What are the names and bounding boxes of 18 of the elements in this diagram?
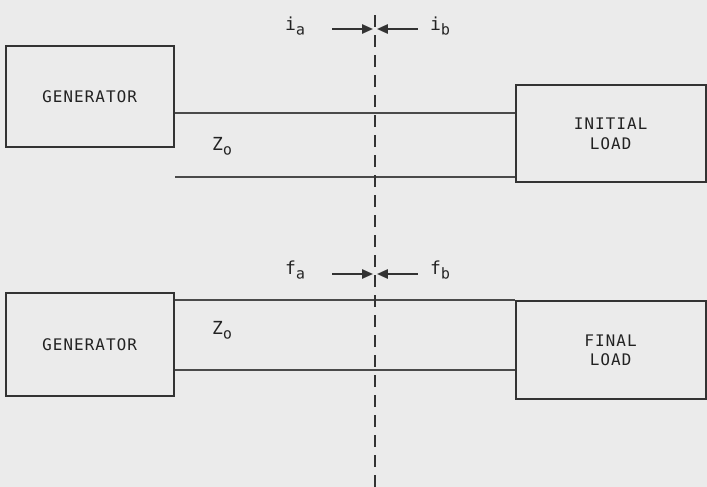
reference-label: i$_{a}$ xyxy=(285,14,305,39)
transmission-line xyxy=(175,299,515,301)
impedance-label: Z$_{o}$ xyxy=(212,318,232,343)
generator-box xyxy=(5,45,175,148)
reference-label: f$_{b}$ xyxy=(430,258,450,283)
reference-label: f$_{a}$ xyxy=(285,258,305,283)
load-box xyxy=(515,84,707,183)
node-label: GENERATOR xyxy=(42,86,138,106)
reference-label: i$_{b}$ xyxy=(430,14,450,39)
node-label: FINAL LOAD xyxy=(583,330,639,370)
transmission-line xyxy=(175,369,515,371)
load-box xyxy=(515,300,707,400)
transmission-line xyxy=(175,176,515,178)
generator-box xyxy=(5,292,175,397)
impedance-label: Z$_{o}$ xyxy=(212,134,232,159)
node-label: INITIAL LOAD xyxy=(572,114,650,153)
node-label: GENERATOR xyxy=(42,334,138,354)
transmission-line xyxy=(175,112,515,114)
